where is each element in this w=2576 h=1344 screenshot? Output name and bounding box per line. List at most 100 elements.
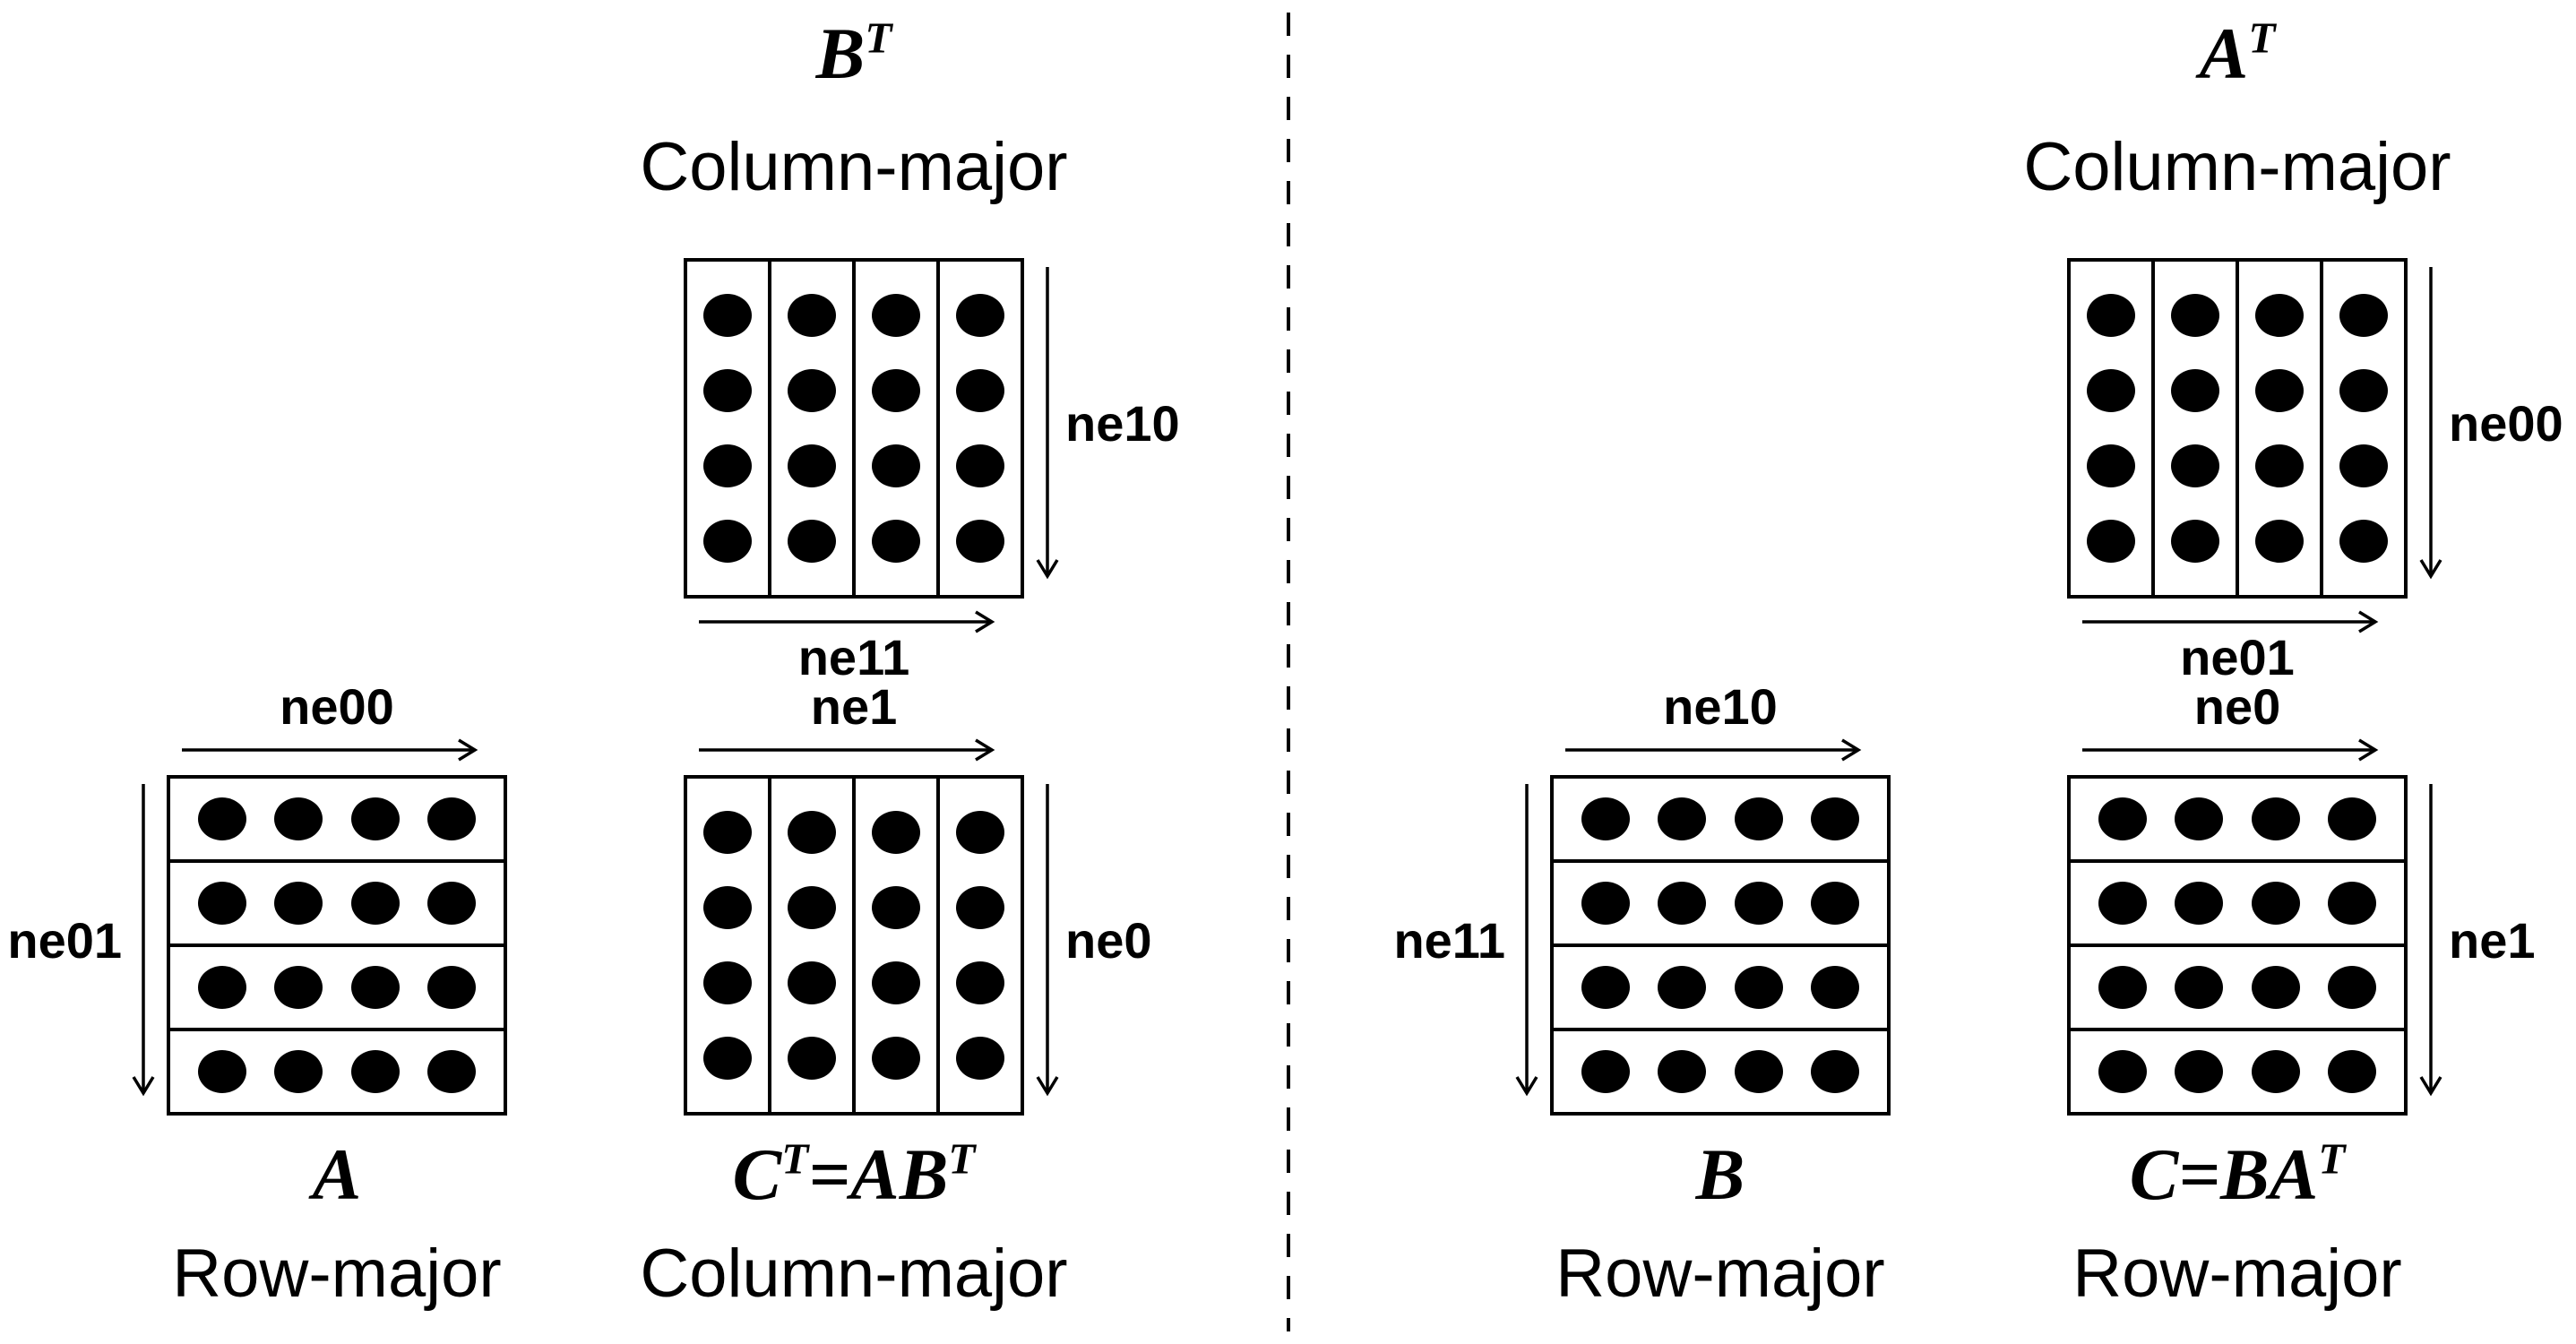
matrix-element-dot — [2251, 797, 2300, 840]
matrix-column — [2151, 262, 2236, 595]
arrow-down-icon — [1515, 784, 1538, 1097]
matrix-element-dot — [1810, 797, 1859, 840]
matrix-element-dot — [1734, 797, 1783, 840]
dimension-label: ne1 — [810, 678, 898, 735]
dimension-label: ne01 — [2180, 629, 2295, 685]
matrix-element-dot — [788, 444, 836, 487]
caption-text: C — [2129, 1133, 2179, 1215]
matrix-element-dot — [1658, 1050, 1707, 1093]
arrow-down-icon — [1036, 267, 1059, 580]
matrix-element-dot — [2255, 444, 2304, 487]
matrix-block-c-transpose: ne1 ne0 CT=ABT Column-major — [640, 680, 1151, 1313]
matrix-element-dot — [198, 882, 247, 925]
dimension-label: ne11 — [1393, 912, 1505, 969]
matrix-column — [2236, 262, 2320, 595]
matrix-element-dot — [2087, 444, 2135, 487]
matrix-element-dot — [2251, 966, 2300, 1009]
matrix-element-dot — [2098, 882, 2148, 925]
matrix-element-dot — [956, 294, 1004, 337]
matrix-title-a-transpose: AT — [1924, 11, 2551, 97]
matrix-element-dot — [2171, 444, 2219, 487]
matrix-caption-c-transpose: CT=ABT — [540, 1132, 1167, 1218]
matrix-caption-a: A — [23, 1132, 650, 1218]
matrix-element-dot — [2327, 882, 2376, 925]
matrix-column — [768, 262, 852, 595]
layout-label: Column-major — [2023, 129, 2451, 205]
matrix-element-dot — [2327, 1050, 2376, 1093]
matrix-element-dot — [2098, 1050, 2148, 1093]
matrix-row — [1554, 779, 1887, 859]
matrix-row — [170, 779, 504, 859]
matrix-element-dot — [956, 520, 1004, 563]
matrix-element-dot — [198, 966, 247, 1009]
matrix-element-dot — [2175, 1050, 2224, 1093]
matrix-row — [2071, 779, 2404, 859]
matrix-element-dot — [872, 811, 920, 854]
matrix-element-dot — [2098, 797, 2148, 840]
matrix-element-dot — [2087, 369, 2135, 412]
matrix-element-dot — [1734, 882, 1783, 925]
matrix-element-dot — [703, 886, 752, 929]
matrix-element-dot — [274, 882, 323, 925]
matrix-element-dot — [1810, 1050, 1859, 1093]
dimension-label: ne00 — [280, 678, 394, 735]
matrix-block-b-transpose: BT Column-major ne10 ne11 — [640, 13, 1179, 685]
title-text: A — [2199, 13, 2249, 94]
matrix-grid — [2067, 775, 2408, 1116]
matrix-element-dot — [2175, 797, 2224, 840]
matrix-element-dot — [2251, 882, 2300, 925]
matrix-element-dot — [2087, 294, 2135, 337]
arrow-right-icon — [182, 738, 478, 762]
matrix-element-dot — [872, 369, 920, 412]
matrix-column — [936, 262, 1021, 595]
matrix-block-a-transpose: AT Column-major ne00 ne01 — [2023, 13, 2563, 685]
matrix-element-dot — [274, 1050, 323, 1093]
matrix-element-dot — [788, 520, 836, 563]
matrix-grid — [684, 775, 1024, 1116]
matrix-row — [1554, 1028, 1887, 1112]
layout-label: Row-major — [2072, 1236, 2402, 1312]
matrix-column — [2320, 262, 2404, 595]
title-text: B — [815, 13, 866, 94]
matrix-element-dot — [2098, 966, 2148, 1009]
matrix-element-dot — [703, 294, 752, 337]
matrix-element-dot — [350, 1050, 400, 1093]
matrix-block-a: ne00 ne01 A Row-major — [7, 680, 507, 1312]
arrow-down-icon — [2419, 784, 2442, 1097]
matrix-row — [170, 943, 504, 1028]
matrix-row — [2071, 943, 2404, 1028]
matrix-element-dot — [426, 1050, 476, 1093]
matrix-element-dot — [1734, 966, 1783, 1009]
matrix-element-dot — [872, 294, 920, 337]
arrow-right-icon — [2082, 738, 2379, 762]
matrix-element-dot — [788, 369, 836, 412]
matrix-element-dot — [788, 886, 836, 929]
matrix-element-dot — [703, 520, 752, 563]
matrix-row — [170, 859, 504, 943]
panel-divider-dashed-line — [1287, 13, 1290, 1331]
layout-label: Row-major — [1555, 1236, 1885, 1312]
matrix-row — [1554, 859, 1887, 943]
matrix-element-dot — [788, 961, 836, 1004]
arrow-right-icon — [699, 610, 995, 633]
dimension-label: ne10 — [1663, 678, 1778, 735]
matrix-element-dot — [1658, 797, 1707, 840]
matrix-element-dot — [350, 966, 400, 1009]
matrix-row — [2071, 859, 2404, 943]
arrow-right-icon — [2082, 610, 2379, 633]
caption-superscript: T — [2318, 1133, 2346, 1184]
matrix-grid — [1550, 775, 1891, 1116]
title-superscript: T — [865, 13, 892, 63]
matrix-row — [170, 1028, 504, 1112]
matrix-element-dot — [703, 369, 752, 412]
dimension-label: ne01 — [7, 912, 122, 969]
matrix-element-dot — [956, 444, 1004, 487]
matrix-element-dot — [956, 961, 1004, 1004]
matrix-element-dot — [788, 294, 836, 337]
matrix-element-dot — [703, 444, 752, 487]
matrix-element-dot — [198, 797, 247, 840]
matrix-column — [852, 779, 936, 1112]
title-superscript: T — [2248, 13, 2276, 63]
matrix-element-dot — [1810, 966, 1859, 1009]
